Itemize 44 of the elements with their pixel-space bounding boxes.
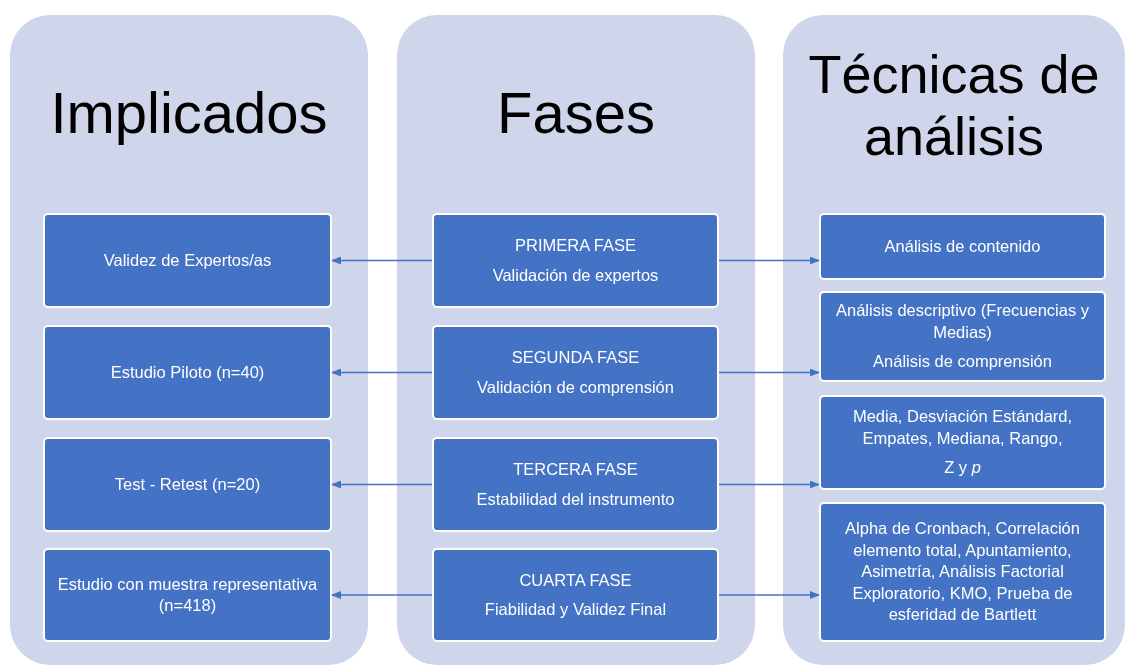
process-box [819, 395, 1106, 490]
box-text: Validación de expertos [492, 264, 659, 286]
box-text: Media, Desviación Estándard, Empates, Mediana, Rango, [851, 406, 1074, 449]
arrow [718, 368, 820, 377]
process-box [432, 213, 719, 308]
box-text: Fiabilidad y Validez Final [484, 599, 667, 620]
box-text: Análisis de contenido [884, 235, 1041, 257]
process-box [819, 213, 1106, 280]
process-box [432, 437, 719, 532]
box-text: SEGUNDA FASE [511, 347, 640, 369]
box-text: TERCERA FASE [513, 459, 638, 481]
process-box [819, 291, 1106, 382]
column-heading: Implicados [49, 80, 329, 147]
arrow [331, 480, 433, 489]
box-text: Análisis descriptivo (Frecuencias y Medias) [834, 300, 1091, 343]
process-box [43, 213, 332, 308]
box-text: Test - Retest (n=20) [114, 473, 261, 495]
process-box [432, 548, 719, 642]
box-text: Validez de Expertos/as [103, 249, 272, 271]
box-text: Alpha de Cronbach, Correlación elemento total, Apuntamiento, Asimetría, Análisis Factorial Exploratorio, KMO, Prueba de esferidad de Bartlett [844, 518, 1081, 626]
column-panel [10, 15, 368, 665]
process-box [43, 325, 332, 420]
box-text: Estabilidad del instrumento [476, 488, 675, 510]
arrow [718, 480, 820, 489]
box-text: Análisis de comprensión [873, 351, 1052, 373]
column-panel [397, 15, 755, 665]
column-heading: Fases [496, 80, 656, 147]
process-box [432, 325, 719, 420]
arrow [331, 368, 433, 377]
box-text: Z y p [944, 457, 981, 479]
box-text: Estudio Piloto (n=40) [110, 361, 265, 383]
arrow [718, 256, 820, 265]
arrow [718, 591, 820, 599]
box-text: PRIMERA FASE [514, 235, 636, 257]
process-box [819, 502, 1106, 642]
column-heading: Técnicas de análisis [807, 43, 1101, 168]
process-box [43, 548, 332, 642]
box-text: CUARTA FASE [519, 569, 632, 591]
arrow [331, 591, 433, 599]
process-box [43, 437, 332, 532]
box-text: Validación de comprensión [477, 376, 674, 398]
column-panel [783, 15, 1125, 665]
arrow [331, 256, 433, 265]
box-text: Estudio con muestra representativa (n=418) [56, 573, 319, 616]
